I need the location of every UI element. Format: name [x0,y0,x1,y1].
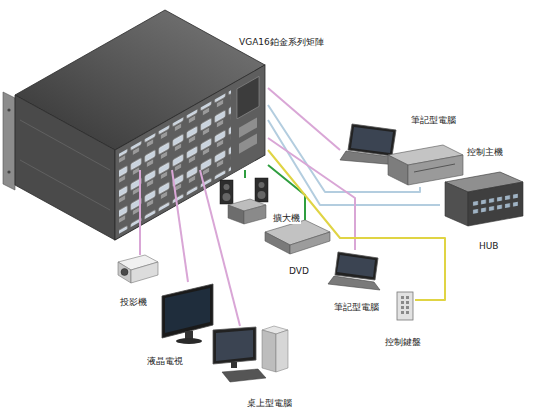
speaker [220,180,233,204]
host-slot [414,164,455,172]
rack-hole [7,170,10,173]
device-node: HUB [440,172,525,227]
speaker-cone [258,191,266,199]
rack-hole [7,108,10,111]
cable-line [139,170,141,255]
matrix-front [15,95,115,240]
laptop-screen [348,124,396,156]
laptop-base [328,276,380,290]
projector-lens [121,269,128,276]
projector-front [118,262,131,283]
cable-line [268,150,445,300]
cable-line [268,88,340,150]
device-label: 控制主機 [466,147,504,158]
monitor-frame [213,327,256,364]
cable [268,150,445,300]
speaker-cone [223,193,231,201]
tv-frame [162,284,213,338]
dvd-side [290,232,330,254]
device-label: 筆記型電腦 [333,302,380,313]
device-node: DVD [265,220,330,255]
cable [245,170,246,178]
cable [200,170,240,326]
control-port [239,134,257,154]
cable-line [268,138,355,250]
amp-side [244,205,266,224]
host-front [388,155,408,185]
speaker-cone [224,184,230,190]
device-node: 擴大機 [218,178,270,226]
monitor-stand [231,362,237,368]
cable-line [200,170,240,326]
laptop-display [351,127,393,153]
hub-front [445,182,468,226]
keypad-body [397,292,413,320]
device-label: 筆記型電腦 [410,115,457,126]
device-node: 筆記型電腦 [330,250,380,290]
device-node: 液晶電視 [160,282,215,344]
device-label: 投影機 [119,297,148,308]
device-label: 擴大機 [272,213,301,224]
device-node: VGA16鉑金系列矩陣 [0,8,268,170]
panel-line [20,120,110,170]
tower-front [262,330,276,372]
cable [268,138,355,250]
monitor-screen [216,330,253,361]
cable-line [172,170,188,282]
device-label: 液晶電視 [146,356,184,367]
device-node: 投影機 [115,255,160,285]
matrix-back [115,65,265,240]
device-node: 控制鍵盤 [395,290,415,322]
device-node: 筆記型電腦 [340,122,398,165]
laptop-screen [335,252,378,280]
cable [268,120,440,205]
device-label: DVD [288,266,310,277]
power-module [237,76,259,118]
port-grid [119,90,231,233]
hub-ports [472,192,518,216]
tower-side [276,330,288,372]
cable [140,170,141,255]
cable [172,170,188,282]
cable [268,88,340,150]
device-label: VGA16鉑金系列矩陣 [238,37,325,48]
dvd-front [265,232,290,254]
cable-line [244,170,246,178]
rack-ear [3,92,15,190]
keypad-keys [400,296,410,316]
hub-side [468,182,523,226]
keyboard [222,369,266,382]
device-node: 控制主機 [385,145,465,187]
cable-line [268,120,440,205]
speaker-cone [259,182,265,188]
device-label: 控制鍵盤 [384,337,422,348]
tv-stand [185,331,193,339]
tv-base [176,338,202,344]
amp-front [228,205,244,224]
device-node: 桌上型電腦 [210,326,290,386]
speaker [255,178,268,202]
device-label: 桌上型電腦 [246,398,293,409]
laptop-display [337,255,375,277]
projector-side [131,262,158,283]
tv-screen [165,288,210,333]
panel-line [20,160,110,210]
device-label: HUB [478,241,500,252]
control-port [239,118,257,138]
